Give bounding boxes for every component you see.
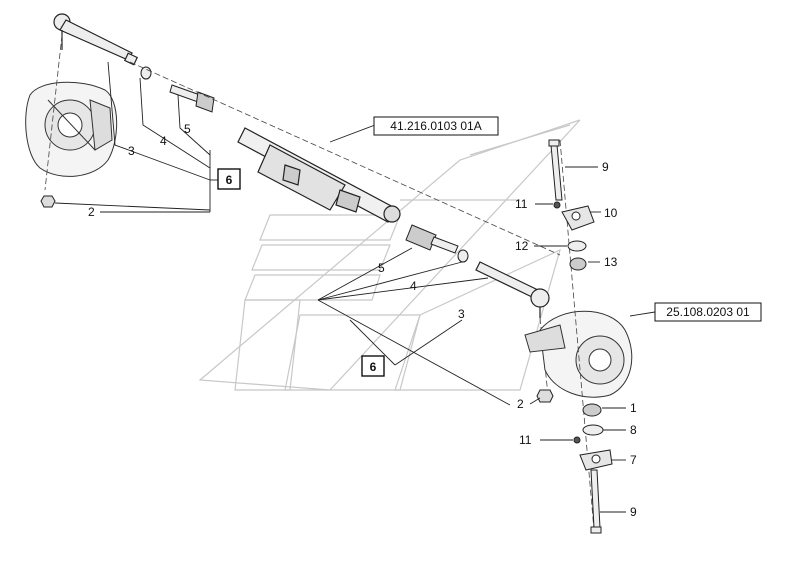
callout-5-right: 5 — [378, 261, 385, 275]
upper-bolt — [548, 139, 563, 201]
lower-shim — [582, 424, 604, 436]
upper-shim — [567, 240, 587, 252]
right-knuckle-housing — [524, 310, 633, 398]
leader-lines — [54, 61, 656, 513]
left-axis-line — [44, 34, 63, 191]
callout-labels: 3 4 5 2 5 4 3 2 9 11 10 12 13 1 8 11 7 9 — [88, 122, 637, 519]
left-washer — [140, 66, 152, 80]
callout-9-top: 9 — [602, 160, 609, 174]
callout-10: 10 — [604, 206, 618, 220]
kit-label-left: 6 — [226, 173, 233, 187]
callout-4-left: 4 — [160, 134, 167, 148]
upper-cap — [561, 205, 595, 231]
kit-label-right: 6 — [370, 360, 377, 374]
watermark-logo — [198, 119, 581, 391]
lower-bearing — [582, 403, 602, 417]
grease-fitting-lower — [573, 436, 581, 444]
steering-cylinder — [237, 127, 401, 223]
kit-box-left[interactable]: 6 — [217, 168, 241, 190]
callout-11-top: 11 — [515, 197, 528, 211]
right-inner-joint — [405, 224, 459, 254]
callout-11-bottom: 11 — [519, 433, 532, 447]
lower-bolt — [590, 469, 602, 534]
ref-box-knuckle[interactable]: 25.108.0203 01 — [654, 302, 762, 322]
left-tie-rod — [53, 13, 139, 66]
callout-5-left: 5 — [184, 122, 191, 136]
callout-13: 13 — [604, 255, 618, 269]
callout-3-right: 3 — [458, 307, 465, 321]
ref-box-cylinder[interactable]: 41.216.0103 01A — [373, 116, 499, 136]
ref-text-knuckle: 25.108.0203 01 — [666, 305, 750, 319]
grease-fitting-upper — [553, 201, 561, 209]
callout-2-right: 2 — [517, 397, 524, 411]
upper-bearing — [569, 257, 587, 271]
kit-box-right[interactable]: 6 — [361, 355, 385, 377]
callout-9-bottom: 9 — [630, 505, 637, 519]
upper-axis-line — [129, 61, 561, 256]
left-inner-joint — [169, 84, 215, 113]
right-washer — [457, 249, 469, 263]
right-tie-rod — [475, 261, 550, 318]
ref-text-cylinder: 41.216.0103 01A — [390, 119, 481, 133]
left-axle-housing — [25, 81, 118, 177]
callout-7: 7 — [630, 453, 637, 467]
left-nut — [40, 195, 56, 208]
callout-3-left: 3 — [128, 144, 135, 158]
lower-cap — [579, 449, 613, 471]
callout-1: 1 — [630, 401, 637, 415]
right-nut — [536, 389, 554, 403]
callout-8: 8 — [630, 423, 637, 437]
callout-12: 12 — [515, 239, 529, 253]
callout-4-right: 4 — [410, 279, 417, 293]
callout-2-left: 2 — [88, 205, 95, 219]
